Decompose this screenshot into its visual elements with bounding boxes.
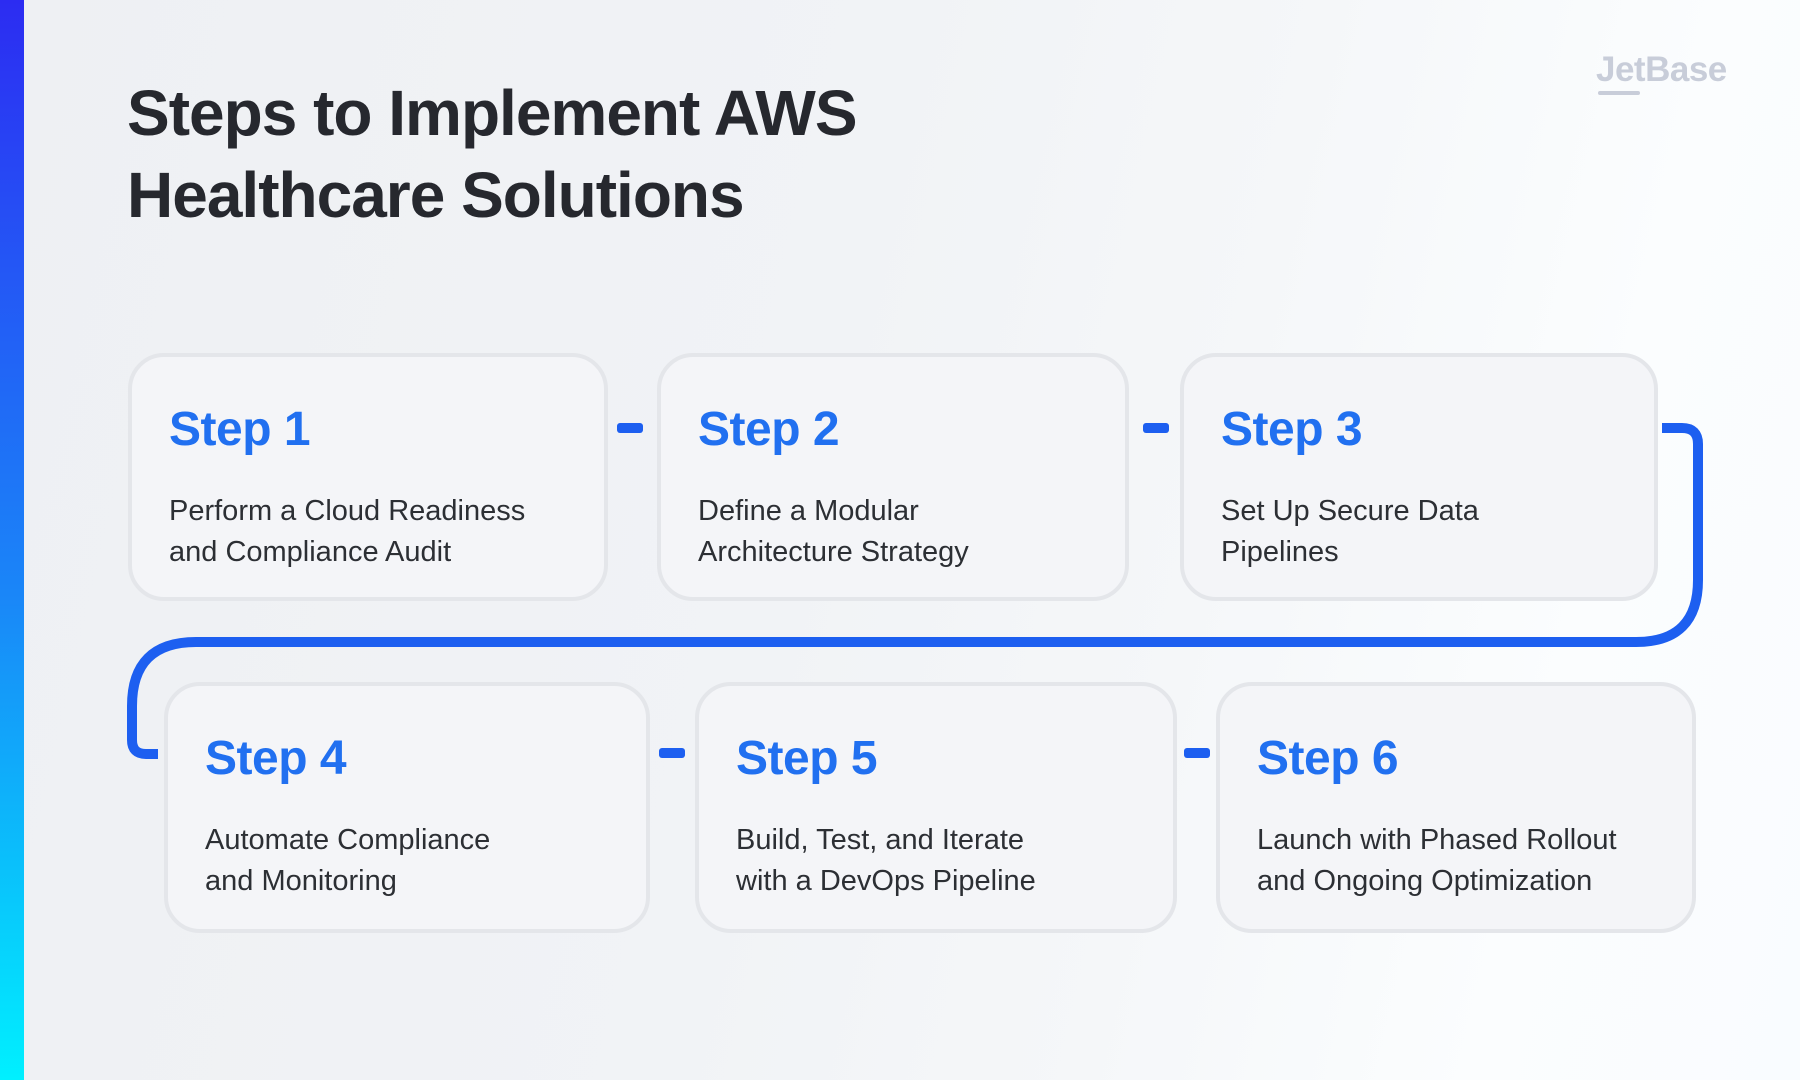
left-accent-bar	[0, 0, 24, 1080]
step-card-3: Step 3 Set Up Secure Data Pipelines	[1180, 353, 1658, 601]
step-description: Set Up Secure Data Pipelines	[1221, 495, 1479, 568]
flow-dash	[1143, 423, 1169, 433]
step-description: Launch with Phased Rollout and Ongoing O…	[1257, 824, 1617, 897]
step-card-5: Step 5 Build, Test, and Iterate with a D…	[695, 682, 1177, 933]
step-label: Step 3	[1221, 403, 1363, 456]
step-card-6: Step 6 Launch with Phased Rollout and On…	[1216, 682, 1696, 933]
step-label: Step 2	[698, 403, 840, 456]
step-description: Perform a Cloud Readiness and Compliance…	[169, 495, 526, 568]
step-label: Step 1	[169, 403, 311, 456]
step-description: Automate Compliance and Monitoring	[205, 824, 491, 897]
page-title-line-2: Healthcare Solutions	[127, 159, 745, 231]
step-card-2: Step 2 Define a Modular Architecture Str…	[657, 353, 1129, 601]
step-card-4: Step 4 Automate Compliance and Monitorin…	[164, 682, 650, 933]
jetbase-logo: JetBase	[1596, 50, 1727, 95]
step-description: Build, Test, and Iterate with a DevOps P…	[736, 824, 1036, 897]
step-label: Step 4	[205, 732, 347, 785]
page-title: Steps to Implement AWS Healthcare Soluti…	[127, 72, 857, 236]
step-label: Step 5	[736, 732, 878, 785]
flow-dash	[659, 748, 685, 758]
flow-dash	[1184, 748, 1210, 758]
step-label: Step 6	[1257, 732, 1399, 785]
step-card-1: Step 1 Perform a Cloud Readiness and Com…	[128, 353, 608, 601]
step-description: Define a Modular Architecture Strategy	[698, 495, 969, 568]
flow-dash	[617, 423, 643, 433]
page-title-line-1: Steps to Implement AWS	[127, 77, 857, 149]
